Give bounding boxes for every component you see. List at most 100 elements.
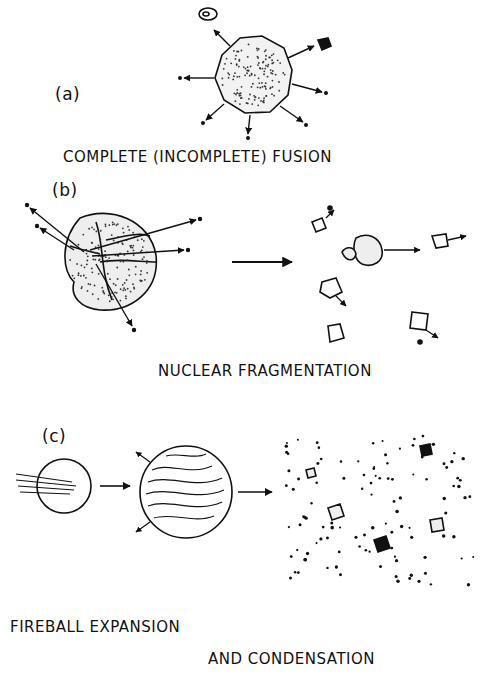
stipple-dot: [99, 239, 101, 241]
stipple-dot: [120, 288, 122, 290]
stipple-dot: [234, 72, 236, 74]
stipple-dot: [78, 272, 80, 274]
fragmentation-sketch: [25, 203, 466, 344]
particle: [339, 526, 341, 528]
particle: [395, 575, 398, 578]
stipple-dot: [94, 252, 96, 254]
stipple-dot: [133, 250, 135, 252]
stipple-dot: [236, 92, 238, 94]
stipple-dot: [235, 94, 237, 96]
stipple-dot: [246, 70, 248, 72]
particle: [424, 572, 427, 575]
stipple-dot: [126, 279, 128, 281]
stipple-dot: [282, 72, 284, 74]
particle: [461, 457, 464, 460]
stipple-dot: [91, 271, 93, 273]
particle: [395, 559, 398, 562]
stipple-dot: [263, 61, 265, 63]
stipple-dot: [88, 228, 90, 230]
particle: [430, 583, 432, 585]
stipple-dot: [223, 68, 225, 70]
stipple-dot: [270, 69, 272, 71]
stipple-dot: [239, 103, 241, 105]
stipple-dot: [69, 259, 71, 261]
stipple-dot: [104, 250, 106, 252]
particle: [361, 487, 363, 489]
particle: [456, 477, 459, 480]
particle: [303, 558, 306, 561]
stipple-dot: [132, 283, 134, 285]
stipple-dot: [115, 284, 117, 286]
particle: [316, 462, 319, 465]
stipple-dot: [267, 76, 269, 78]
stipple-dot: [116, 267, 118, 269]
stipple-dot: [108, 294, 110, 296]
particle: [396, 579, 400, 583]
stipple-dot: [86, 260, 88, 262]
stipple-dot: [258, 62, 260, 64]
stipple-dot: [76, 263, 78, 265]
compound-nucleus: [215, 36, 292, 113]
particle: [417, 580, 420, 583]
stipple-dot: [122, 289, 124, 291]
particle: [287, 469, 290, 472]
stipple-dot: [141, 238, 143, 240]
stipple-dot: [265, 58, 267, 60]
stipple-dot: [269, 57, 271, 59]
process-arrow: [232, 261, 292, 263]
stipple-dot: [255, 96, 257, 98]
stipple-dot: [262, 86, 264, 88]
particle: [468, 495, 471, 498]
particle: [357, 460, 359, 462]
stipple-dot: [261, 82, 263, 84]
particle: [306, 552, 309, 555]
stipple-dot: [263, 73, 265, 75]
particle: [316, 441, 319, 444]
stipple-dot: [82, 234, 84, 236]
stipple-dot: [251, 103, 253, 105]
stipple-dot: [246, 102, 248, 104]
particle: [423, 556, 426, 559]
particle: [363, 474, 366, 477]
stipple-dot: [109, 300, 111, 302]
particle: [296, 549, 298, 551]
stipple-dot: [233, 93, 235, 95]
particle: [364, 549, 367, 552]
stipple-dot: [127, 288, 129, 290]
particle: [399, 448, 401, 450]
stipple-dot: [105, 225, 107, 227]
stipple-dot: [78, 244, 80, 246]
stipple-dot: [81, 265, 83, 267]
panel-caption: AND CONDENSATION: [208, 650, 375, 668]
stipple-dot: [103, 293, 105, 295]
projectile-tracks: [16, 474, 76, 494]
stipple-dot: [140, 274, 142, 276]
stipple-dot: [83, 275, 85, 277]
particle: [322, 526, 325, 529]
stipple-dot: [243, 66, 245, 68]
particle: [425, 478, 427, 480]
stipple-dot: [128, 269, 130, 271]
condensed-clusters: [306, 444, 444, 552]
stipple-dot: [135, 273, 137, 275]
particle: [319, 537, 322, 540]
stipple-dot: [257, 104, 259, 106]
stipple-dot: [233, 75, 235, 77]
stipple-dot: [91, 242, 93, 244]
fragment: [318, 38, 331, 50]
stipple-dot: [248, 70, 250, 72]
stipple-dot: [128, 274, 130, 276]
stipple-dot: [271, 54, 273, 56]
stipple-dot: [130, 246, 132, 248]
process-arrow: [238, 491, 272, 493]
emitted-particles: [178, 76, 328, 140]
stipple-dot: [259, 67, 261, 69]
stipple-dot: [116, 292, 118, 294]
stipple-dot: [257, 49, 259, 51]
stipple-dot: [251, 86, 253, 88]
stipple-dot: [230, 62, 232, 64]
panel-letter: (b): [52, 180, 78, 200]
stipple-dot: [233, 50, 235, 52]
stipple-dot: [246, 72, 248, 74]
stipple-dot: [142, 258, 144, 260]
